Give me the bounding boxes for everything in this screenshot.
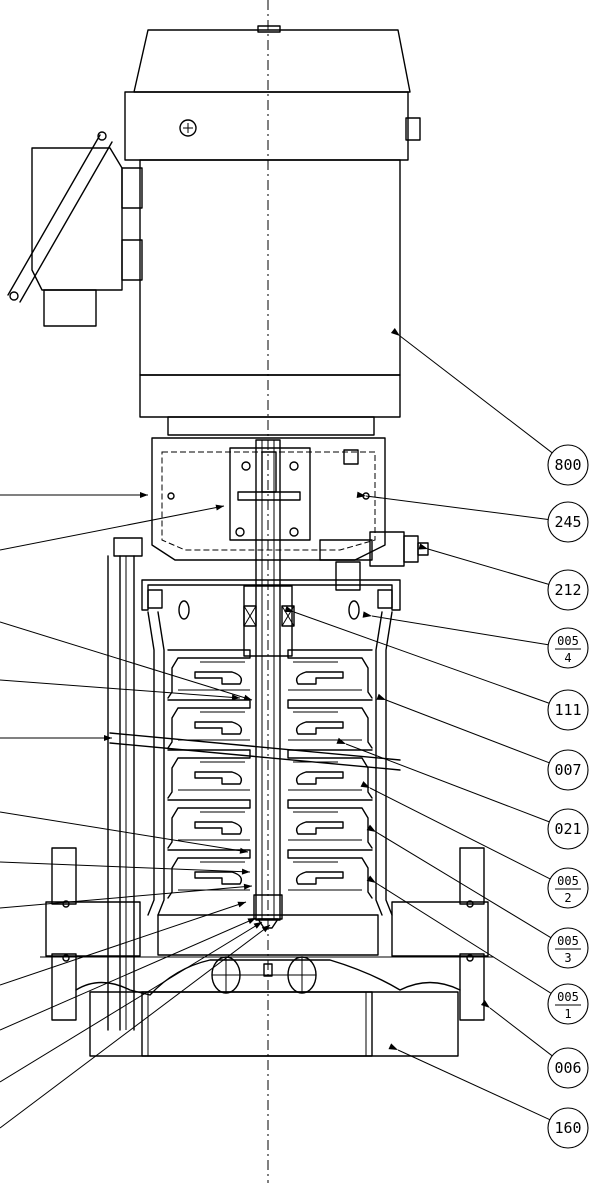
callout-subnumber: 4 xyxy=(564,651,571,665)
callout-arrowhead xyxy=(336,737,346,744)
callout-arrowhead xyxy=(388,1043,398,1050)
callout-balloon xyxy=(547,1107,589,1149)
callout-leader xyxy=(399,335,553,454)
callout-balloon xyxy=(547,983,589,1025)
stage-chamber-right xyxy=(287,649,373,699)
callout-balloon xyxy=(547,501,589,543)
callout-leader xyxy=(385,699,550,764)
pump-stages xyxy=(109,649,401,899)
impeller-vane-right xyxy=(295,721,344,735)
callout-leader xyxy=(293,611,550,704)
callout-number: 006 xyxy=(554,1059,581,1077)
callout-subnumber: 3 xyxy=(564,951,571,965)
stage-chamber-left xyxy=(167,649,251,699)
callout-number: 021 xyxy=(554,820,581,838)
shaft xyxy=(243,439,295,929)
callout-number: 212 xyxy=(554,581,581,599)
impeller-vane-left xyxy=(194,671,243,685)
impeller-vane-left xyxy=(194,821,243,835)
callout-arrowhead xyxy=(360,781,370,788)
callout-arrowhead xyxy=(390,327,400,336)
callout-number: 111 xyxy=(554,701,581,719)
callout-leader xyxy=(369,787,551,880)
callout-arrowhead xyxy=(480,999,490,1008)
impeller-vane-left xyxy=(194,871,243,885)
callout-212: 212 xyxy=(418,543,589,611)
callout-balloon xyxy=(547,1047,589,1089)
left-leaders xyxy=(0,492,271,1129)
stage-chamber-left xyxy=(167,799,251,849)
callout-number: 800 xyxy=(554,456,581,474)
impeller-vane-right xyxy=(295,821,344,835)
callout-arrowhead xyxy=(376,693,386,700)
callout-number: 160 xyxy=(554,1119,581,1137)
callout-arrowhead xyxy=(284,605,294,612)
callout-arrowhead xyxy=(366,824,376,832)
callout-005-1: 005 1 xyxy=(366,875,589,1025)
stage-chamber-left xyxy=(167,749,251,799)
impeller-vane-right xyxy=(295,671,344,685)
motor xyxy=(124,25,421,436)
callout-number: 245 xyxy=(554,513,581,531)
callout-balloon xyxy=(547,627,589,669)
impeller-vane-left xyxy=(194,721,243,735)
callout-arrowhead xyxy=(418,543,428,550)
callout-balloon xyxy=(547,749,589,791)
callout-arrowhead xyxy=(356,491,366,499)
callout-245: 245 xyxy=(356,491,589,543)
callout-160: 160 xyxy=(388,1043,589,1149)
callout-800: 800 xyxy=(390,327,589,486)
callout-balloon xyxy=(547,569,589,611)
callout-leader xyxy=(345,743,550,823)
stage-chamber-right xyxy=(287,699,373,749)
outer-sleeve xyxy=(147,611,393,916)
impeller-vane-left xyxy=(194,771,243,785)
callout-021: 021 xyxy=(336,737,589,850)
callout-number: 005 xyxy=(557,934,579,948)
callout-leader xyxy=(489,1007,553,1057)
callout-number: 005 xyxy=(557,990,579,1004)
callout-balloon xyxy=(547,689,589,731)
callout-subnumber: 1 xyxy=(564,1007,571,1021)
callout-balloon xyxy=(547,808,589,850)
callout-leader xyxy=(427,548,549,585)
callout-006: 006 xyxy=(480,999,589,1089)
callout-leader xyxy=(375,831,552,939)
callout-005-3: 005 3 xyxy=(366,824,589,969)
pump-base xyxy=(40,847,494,1057)
callout-balloon xyxy=(547,444,589,486)
stage-chamber-right xyxy=(287,849,373,899)
section-break-line xyxy=(109,732,401,761)
callout-007: 007 xyxy=(376,693,589,791)
impeller-vane-right xyxy=(295,771,344,785)
pump-head xyxy=(141,579,401,620)
tie-bolts xyxy=(107,537,143,1031)
callout-arrowhead xyxy=(362,611,372,618)
callout-number: 007 xyxy=(554,761,581,779)
callout-leader xyxy=(375,882,552,994)
callout-balloon xyxy=(547,927,589,969)
callout-leader xyxy=(397,1049,551,1121)
section-break-line xyxy=(109,742,401,771)
callout-leader xyxy=(371,615,549,646)
callout-subnumber: 2 xyxy=(564,891,571,905)
stage-chamber-right xyxy=(287,799,373,849)
stage-chamber-left xyxy=(167,849,251,899)
callout-arrowhead xyxy=(366,875,376,883)
hex-screw-icon xyxy=(179,119,197,137)
terminal-box xyxy=(7,131,143,327)
callout-balloon xyxy=(547,867,589,909)
callout-number: 005 xyxy=(557,634,579,648)
impeller-vane-right xyxy=(295,871,344,885)
callout-leader xyxy=(365,495,549,520)
callout-number: 005 xyxy=(557,874,579,888)
callout-111: 111 xyxy=(284,605,589,731)
